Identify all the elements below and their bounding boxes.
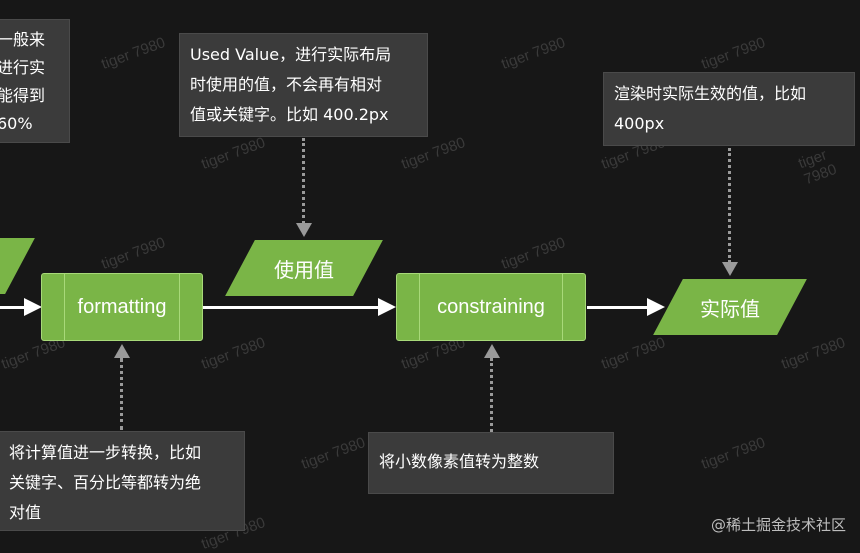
brand-watermark: @稀土掘金技术社区 xyxy=(710,516,846,534)
process-left-bar xyxy=(419,274,420,340)
watermark: tiger 7980 xyxy=(99,234,168,273)
watermark: tiger 7980 xyxy=(299,434,368,473)
note-used-value: Used Value，进行实际布局 时使用的值，不会再有相对 值或关键字。比如 … xyxy=(179,33,428,137)
process-right-bar xyxy=(179,274,180,340)
constraining-label: constraining xyxy=(437,295,545,318)
arrow-formatting-to-constraining-head xyxy=(378,298,396,316)
process-left-bar xyxy=(64,274,65,340)
watermark: tiger 7980 xyxy=(99,34,168,73)
formatting-connector xyxy=(120,358,123,430)
formatting-label: formatting xyxy=(77,295,167,318)
constraining-connector-head xyxy=(484,344,500,358)
note-formatting: 将计算值进一步转换，比如 关键字、百分比等都转为绝 对值 xyxy=(0,431,245,531)
actual-value-node: 实际值 xyxy=(653,279,807,335)
arrow-constraining-to-actual xyxy=(587,306,649,309)
arrow-to-formatting-head xyxy=(24,298,42,316)
actual-value-connector xyxy=(728,148,731,263)
constraining-node: constraining xyxy=(396,273,586,341)
watermark: tiger 7980 xyxy=(199,334,268,373)
actual-value-connector-head xyxy=(722,262,738,276)
watermark: tiger 7980 xyxy=(779,334,848,373)
watermark: tiger 7980 xyxy=(599,334,668,373)
arrow-formatting-to-constraining xyxy=(202,306,380,309)
used-value-connector xyxy=(302,138,305,224)
constraining-connector xyxy=(490,358,493,432)
watermark: tiger 7980 xyxy=(699,434,768,473)
watermark: tiger 7980 xyxy=(399,134,468,173)
note-top-left: 一般来 进行实 能得到 60% xyxy=(0,19,70,143)
watermark: tiger 7980 xyxy=(699,34,768,73)
arrow-constraining-to-actual-head xyxy=(647,298,665,316)
note-constraining: 将小数像素值转为整数 xyxy=(368,432,614,494)
actual-value-label: 实际值 xyxy=(700,296,760,321)
used-value-label: 使用值 xyxy=(274,257,334,282)
note-actual-value: 渲染时实际生效的值，比如 400px xyxy=(603,72,855,146)
process-right-bar xyxy=(562,274,563,340)
used-value-node: 使用值 xyxy=(225,240,383,296)
previous-value-shape xyxy=(0,238,35,294)
watermark: tiger 7980 xyxy=(199,134,268,173)
watermark: tiger 7980 xyxy=(499,234,568,273)
watermark: tiger 7980 xyxy=(499,34,568,73)
arrow-to-formatting xyxy=(0,306,26,309)
formatting-connector-head xyxy=(114,344,130,358)
formatting-node: formatting xyxy=(41,273,203,341)
used-value-connector-head xyxy=(296,223,312,237)
